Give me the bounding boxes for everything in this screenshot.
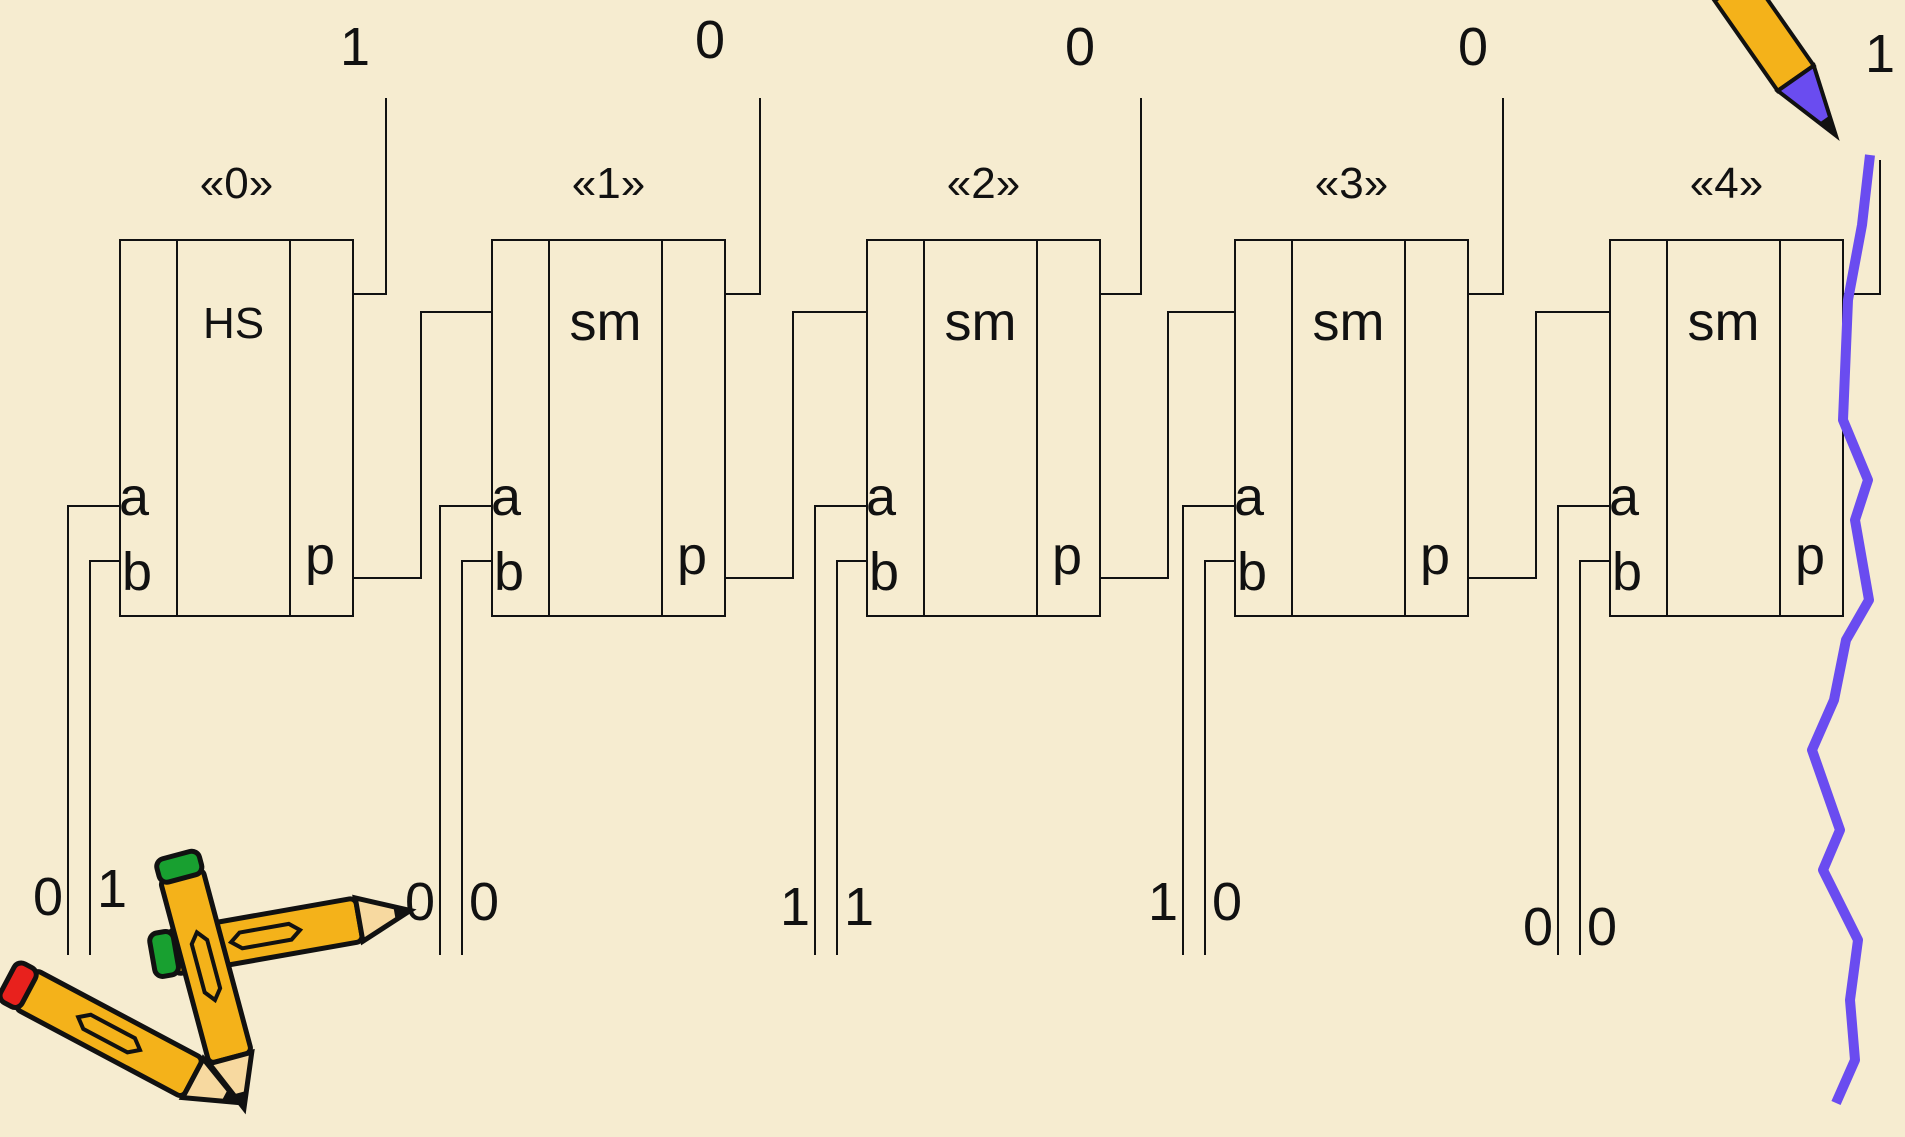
pin-p-label: p — [1420, 526, 1450, 586]
input-b-wire — [89, 560, 120, 955]
stage-box — [119, 239, 354, 617]
input-b-wire — [836, 560, 867, 955]
stage-type: sm — [570, 292, 642, 352]
carry-wire — [353, 311, 492, 579]
pin-b-label: b — [494, 542, 524, 602]
input-b-wire — [461, 560, 492, 955]
stage-type: sm — [1313, 292, 1385, 352]
input-a-wire — [67, 505, 120, 955]
pencil-tip — [1774, 62, 1840, 141]
sum-output-wire — [1468, 98, 1504, 295]
stage-type: sm — [1688, 292, 1760, 352]
pencil-left — [0, 960, 245, 1106]
stage-label: «3» — [1315, 159, 1388, 208]
pin-p-label: p — [1795, 526, 1825, 586]
sum-output-bit: 0 — [1458, 17, 1488, 77]
pencil-eraser — [0, 960, 39, 1010]
pencil-facet — [75, 1012, 143, 1055]
pencil-eraser — [147, 928, 181, 979]
input-b-bit: 0 — [1587, 897, 1617, 957]
sum-output-bit: 0 — [695, 10, 725, 70]
sum-output-wire — [725, 98, 761, 295]
input-a-bit: 1 — [780, 877, 810, 937]
pencil-eraser — [154, 848, 205, 885]
stage-label: «1» — [572, 159, 645, 208]
sum-output-wire — [353, 98, 387, 295]
input-b-wire — [1579, 560, 1610, 955]
input-a-bit: 0 — [1523, 897, 1553, 957]
stage-box — [491, 239, 726, 617]
input-b-bit: 1 — [97, 859, 127, 919]
input-a-wire — [1182, 505, 1235, 955]
pin-b-label: b — [1612, 542, 1642, 602]
pencil-lead — [393, 906, 411, 921]
squiggle-line-icon — [1807, 154, 1875, 1106]
input-b-wire — [1204, 560, 1235, 955]
sum-output-wire — [1843, 160, 1881, 295]
input-a-wire — [814, 505, 867, 955]
sum-output-bit: 1 — [340, 17, 370, 77]
carry-wire — [1100, 311, 1235, 579]
pencil-icon — [1688, 0, 1840, 141]
pin-p-label: p — [305, 526, 335, 586]
sum-output-bit: 1 — [1865, 24, 1895, 84]
pencil-facet — [189, 929, 223, 1004]
stage-type: sm — [945, 292, 1017, 352]
decorations-layer — [0, 0, 1875, 1115]
pencil-lead — [233, 1090, 247, 1109]
input-a-bit: 1 — [1148, 872, 1178, 932]
stage-label: «4» — [1690, 159, 1763, 208]
input-b-bit: 1 — [844, 877, 874, 937]
pin-a-label: a — [491, 467, 522, 527]
stage-box — [1234, 239, 1469, 617]
carry-wire — [725, 311, 867, 579]
pencil-facet — [227, 921, 304, 951]
pencil-lead — [1819, 115, 1836, 136]
input-a-wire — [439, 505, 492, 955]
pin-a-label: a — [119, 467, 150, 527]
pin-b-label: b — [869, 542, 899, 602]
stage-label: «0» — [200, 159, 273, 208]
stage-box — [866, 239, 1101, 617]
stage-type: HS — [203, 299, 264, 348]
input-b-bit: 0 — [469, 872, 499, 932]
stage-label: «2» — [947, 159, 1020, 208]
pin-a-label: a — [1609, 467, 1640, 527]
carry-wire — [1468, 311, 1610, 579]
pin-a-label: a — [1234, 467, 1265, 527]
input-a-wire — [1557, 505, 1610, 955]
crossed-pencils-icon — [0, 848, 417, 1115]
pin-p-label: p — [677, 526, 707, 586]
pencil-body — [14, 969, 204, 1098]
pin-b-label: b — [1237, 542, 1267, 602]
pencil-upright — [154, 848, 255, 1115]
sum-output-wire — [1100, 98, 1142, 295]
sum-output-bit: 0 — [1065, 17, 1095, 77]
pin-b-label: b — [122, 542, 152, 602]
pin-p-label: p — [1052, 526, 1082, 586]
input-b-bit: 0 — [1212, 872, 1242, 932]
input-a-bit: 0 — [405, 872, 435, 932]
pin-a-label: a — [866, 467, 897, 527]
input-a-bit: 0 — [33, 867, 63, 927]
